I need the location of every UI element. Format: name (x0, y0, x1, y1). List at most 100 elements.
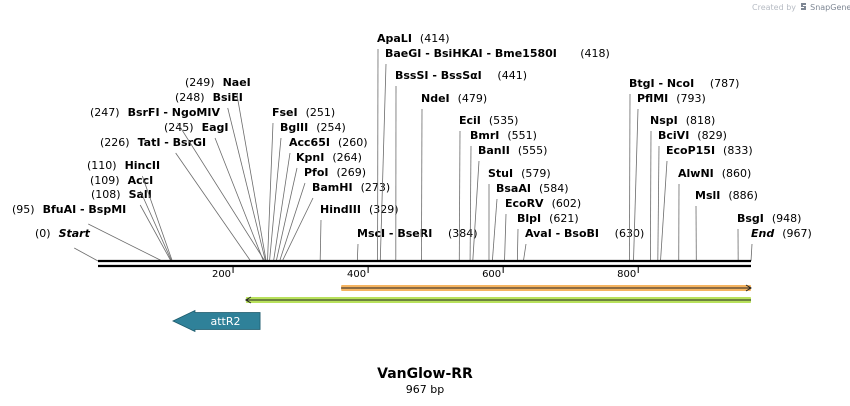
ruler-label-1: 400 (347, 269, 366, 280)
site-leader-19 (379, 63, 387, 262)
site-leader-33 (657, 145, 660, 262)
site-leader-23 (469, 145, 472, 262)
site-name-14: PfoI (304, 166, 329, 179)
site-name-3: AccI (128, 174, 154, 187)
site-position-10: (251) (306, 106, 336, 119)
site-name-16: HindIII (320, 203, 361, 216)
site-name-6: EagI (202, 121, 229, 134)
site-position-21: (479) (458, 92, 488, 105)
site-leader-30 (629, 93, 631, 262)
site-position-22: (535) (489, 114, 519, 127)
site-leader-1 (88, 223, 163, 262)
site-position-35: (860) (722, 167, 752, 180)
site-name-18: ApaLI (377, 32, 412, 45)
site-name-29: AvaI - BsoBI (525, 227, 599, 240)
ruler-label-3: 800 (617, 269, 636, 280)
site-leader-31 (633, 108, 639, 262)
site-position-0: (0) (35, 227, 51, 240)
site-position-38: (967) (782, 227, 812, 240)
site-position-26: (584) (539, 182, 569, 195)
site-leader-24 (472, 160, 480, 262)
site-position-19: (418) (580, 47, 610, 60)
site-position-20: (441) (497, 69, 527, 82)
site-name-15: BamHI (312, 181, 353, 194)
site-leader-32 (649, 130, 652, 262)
site-name-32: NspI (650, 114, 678, 127)
site-position-36: (886) (728, 189, 758, 202)
site-leader-17 (356, 243, 359, 262)
site-position-11: (254) (316, 121, 346, 134)
site-name-2: SalI (129, 188, 152, 201)
site-position-17: (384) (448, 227, 478, 240)
feature-green-arrow-head (244, 296, 252, 304)
site-leader-13 (275, 167, 298, 262)
site-name-38: End (751, 227, 774, 240)
site-position-18: (414) (420, 32, 450, 45)
site-name-24: BanII (478, 144, 510, 157)
site-name-12: Acc65I (289, 136, 330, 149)
site-position-31: (793) (676, 92, 706, 105)
site-leader-28 (516, 228, 519, 262)
site-name-20: BssSI - BssSαI (395, 69, 482, 82)
site-leader-4 (141, 175, 173, 262)
site-position-12: (260) (338, 136, 368, 149)
site-name-27: EcoRV (505, 197, 544, 210)
site-name-13: KpnI (296, 151, 324, 164)
site-leader-8 (227, 107, 266, 262)
feature-attr2-arrow (172, 309, 261, 333)
site-name-11: BglII (280, 121, 308, 134)
site-name-25: StuI (488, 167, 513, 180)
site-position-6: (245) (164, 121, 194, 134)
site-name-7: BsrFI - NgoMIV (128, 106, 221, 119)
site-position-16: (329) (369, 203, 399, 216)
site-leader-5 (175, 152, 251, 262)
site-position-24: (555) (518, 144, 548, 157)
site-leader-38 (750, 243, 753, 262)
ruler-label-0: 200 (212, 269, 231, 280)
snapgene-credit: Created by SnapGene (752, 2, 850, 12)
site-position-37: (948) (772, 212, 802, 225)
site-name-0: Start (59, 227, 91, 240)
site-name-31: PflMI (637, 92, 668, 105)
feature-orange-arrow-head (745, 284, 752, 292)
site-position-8: (248) (175, 91, 205, 104)
site-position-28: (621) (549, 212, 579, 225)
site-leader-2 (139, 204, 172, 262)
site-leader-12 (273, 152, 291, 262)
site-leader-16 (319, 219, 322, 262)
site-position-9: (249) (185, 76, 215, 89)
site-name-10: FseI (272, 106, 298, 119)
site-name-21: NdeI (421, 92, 450, 105)
site-name-8: BsiEI (213, 91, 243, 104)
site-leader-27 (504, 213, 507, 262)
site-name-4: HincII (125, 159, 161, 172)
site-position-3: (109) (90, 174, 120, 187)
site-leader-10 (267, 122, 274, 262)
site-position-13: (264) (332, 151, 362, 164)
site-leader-29 (523, 243, 527, 262)
site-name-5: TatI - BsrGI (138, 136, 207, 149)
site-position-14: (269) (336, 166, 366, 179)
site-name-19: BaeGI - BsiHKAI - Bme1580I (385, 47, 557, 60)
site-name-23: BmrI (470, 129, 499, 142)
site-leader-26 (491, 198, 498, 262)
site-leader-15 (281, 197, 314, 262)
site-position-25: (579) (521, 167, 551, 180)
site-position-34: (833) (723, 144, 753, 157)
site-position-33: (829) (697, 129, 727, 142)
site-name-28: BlpI (517, 212, 541, 225)
site-leader-0 (74, 247, 99, 262)
site-name-30: BtgI - NcoI (629, 77, 694, 90)
plasmid-name: VanGlow-RR (377, 366, 473, 382)
site-name-26: BsaAI (496, 182, 531, 195)
site-name-9: NaeI (223, 76, 251, 89)
site-leader-11 (269, 137, 282, 262)
plasmid-length: 967 bp (405, 383, 445, 396)
site-leader-3 (140, 190, 172, 262)
site-name-34: EcoP15I (666, 144, 715, 157)
site-position-23: (551) (507, 129, 537, 142)
site-name-33: BciVI (658, 129, 689, 142)
ruler-label-2: 600 (482, 269, 501, 280)
site-position-15: (273) (361, 181, 391, 194)
